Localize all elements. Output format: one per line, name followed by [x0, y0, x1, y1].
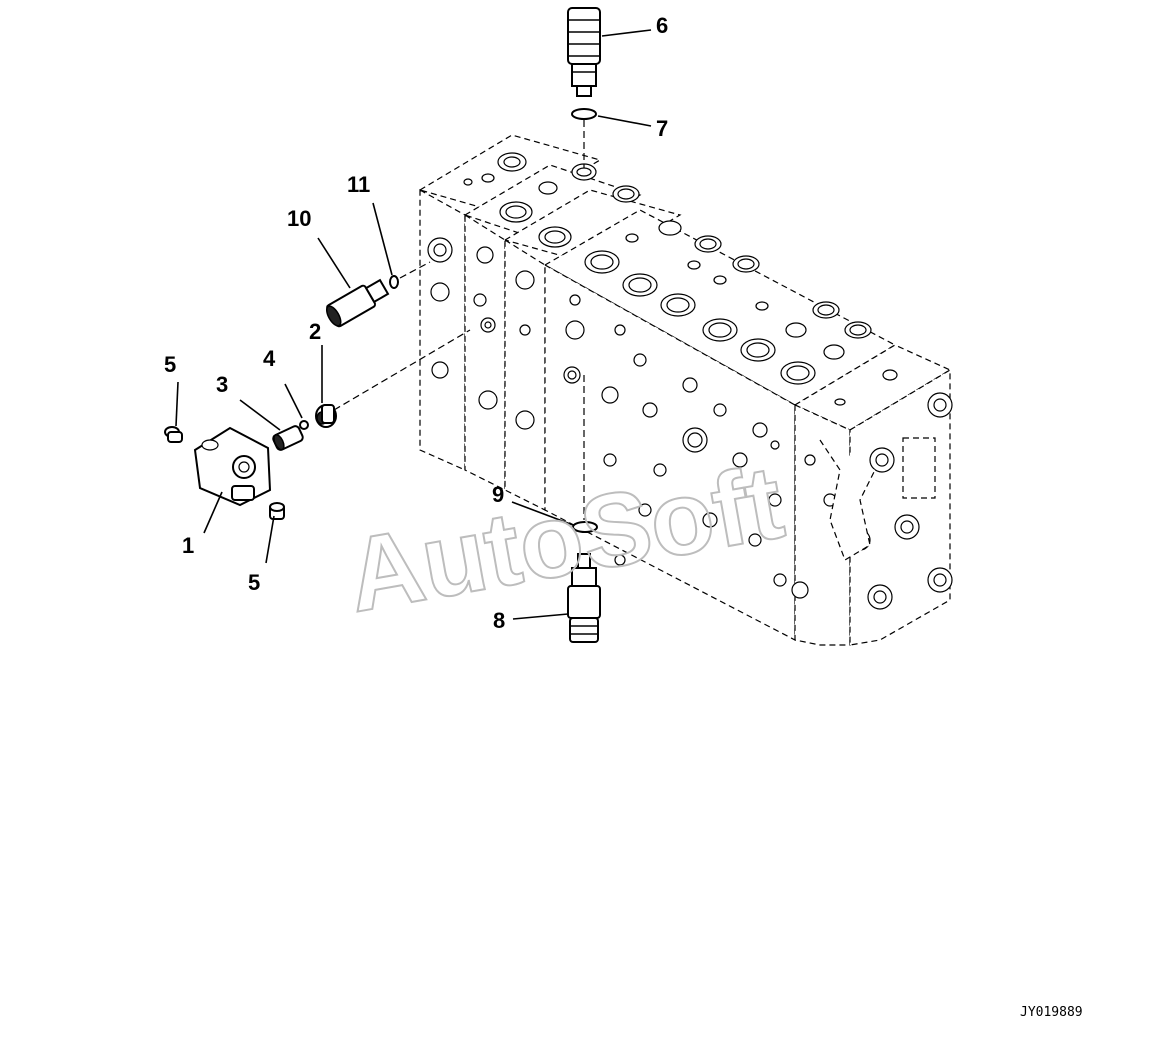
top-port-holes [463, 152, 898, 406]
callout-6: 6 [656, 13, 668, 38]
piston [315, 404, 337, 428]
callout-10: 10 [287, 206, 311, 231]
relief-valve-top [567, 7, 601, 97]
bolt-upper [164, 426, 183, 443]
callout-4: 4 [263, 346, 276, 371]
check-ball [299, 420, 309, 430]
callout-5-upper: 5 [164, 352, 176, 377]
control-valve-body [418, 134, 953, 646]
o-ring-bottom [572, 521, 598, 533]
callout-7: 7 [656, 116, 668, 141]
o-ring-plug [389, 275, 399, 289]
front-port-holes [427, 237, 837, 599]
cover-block [193, 426, 272, 507]
drawing-code: JY019889 [1020, 1005, 1083, 1020]
callout-9: 9 [492, 482, 504, 507]
o-ring-top [571, 108, 597, 120]
end-face-details [819, 392, 953, 610]
plug-assembly [326, 278, 390, 328]
callout-5-lower: 5 [248, 570, 260, 595]
spool [272, 425, 304, 451]
callout-8: 8 [493, 608, 505, 633]
callout-11: 11 [347, 172, 370, 197]
callout-3: 3 [216, 372, 228, 397]
relief-valve-bottom [567, 553, 601, 643]
callout-1: 1 [182, 533, 194, 558]
callout-2: 2 [309, 319, 321, 344]
bolt-lower [269, 502, 285, 520]
leader-lines [175, 29, 652, 620]
